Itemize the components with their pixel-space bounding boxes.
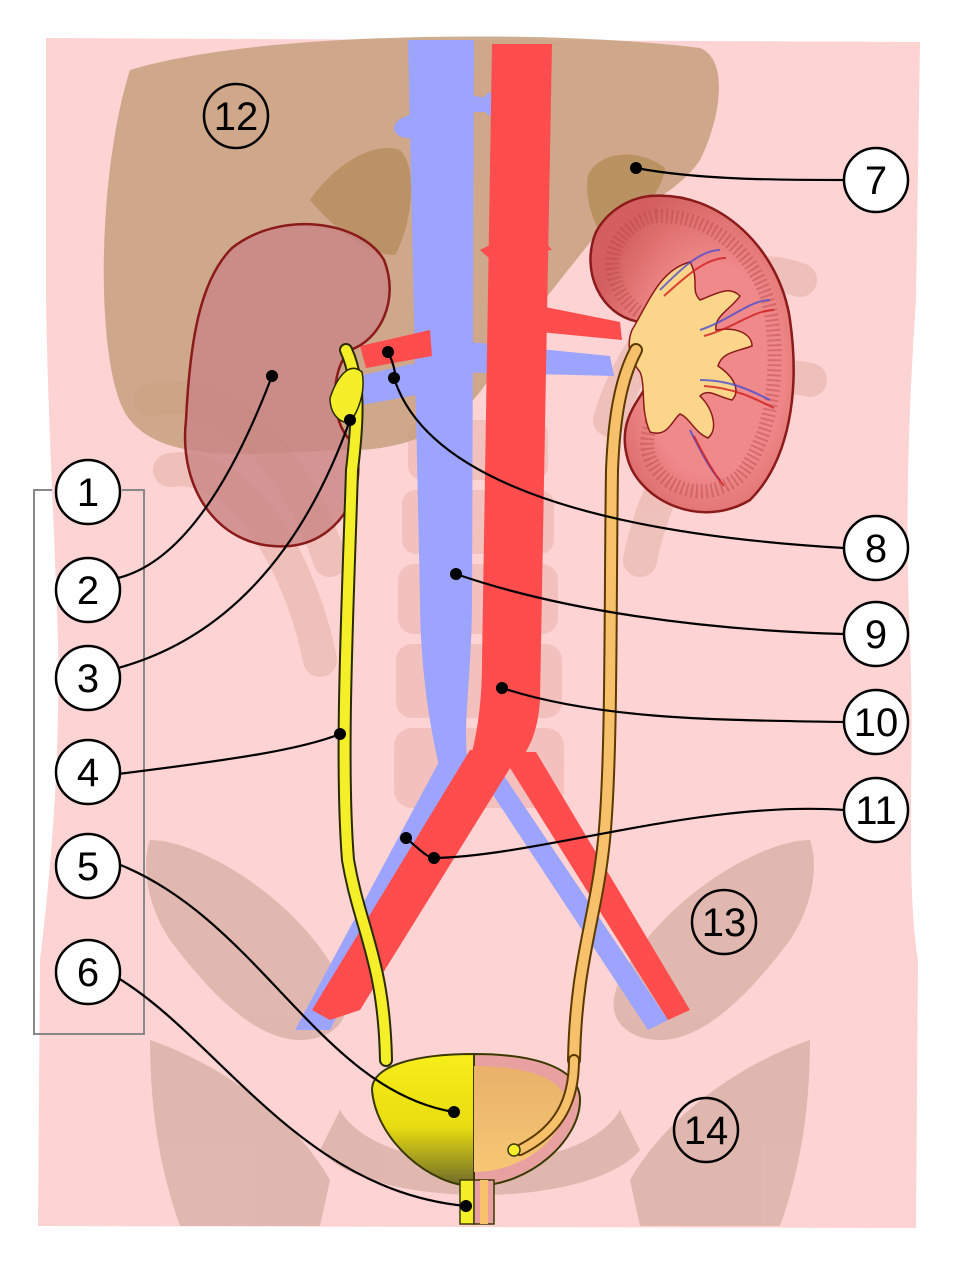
svg-text:7: 7: [865, 159, 887, 203]
pelvis: [146, 840, 814, 1226]
callout-2: 2: [54, 556, 122, 624]
callout-3: 3: [54, 644, 122, 712]
svg-text:6: 6: [77, 951, 99, 995]
leader-dots: [266, 162, 642, 1212]
svg-text:10: 10: [854, 701, 899, 745]
svg-text:12: 12: [214, 95, 259, 139]
svg-text:1: 1: [77, 471, 99, 515]
urinary-system-bracket: [33, 489, 145, 1035]
svg-text:11: 11: [855, 789, 897, 833]
callout-11: 11: [842, 776, 910, 844]
svg-text:14: 14: [684, 1109, 729, 1153]
leader-lines: [117, 166, 845, 1208]
callout-8: 8: [842, 514, 910, 582]
callout-10: 10: [842, 688, 910, 756]
svg-text:13: 13: [702, 901, 747, 945]
callout-4: 4: [54, 738, 122, 806]
svg-text:4: 4: [77, 751, 99, 795]
callout-5: 5: [54, 832, 122, 900]
callout-6: 6: [54, 938, 122, 1006]
callout-14: 14: [672, 1096, 740, 1164]
svg-text:8: 8: [865, 527, 887, 571]
svg-text:2: 2: [77, 569, 99, 613]
callout-9: 9: [842, 600, 910, 668]
right-renal-pelvis-exterior: [329, 367, 364, 423]
urinary-bladder: [370, 1052, 582, 1225]
callout-1: 1: [54, 458, 122, 526]
svg-text:5: 5: [77, 845, 99, 889]
callout-13: 13: [690, 888, 758, 956]
renal-pelvis: [628, 261, 753, 439]
left-kidney: [589, 194, 795, 514]
right-adrenal-gland: [310, 148, 412, 255]
callout-12: 12: [202, 82, 270, 150]
callout-7: 7: [842, 146, 910, 214]
left-adrenal-gland: [587, 154, 665, 232]
svg-text:9: 9: [865, 613, 887, 657]
svg-text:3: 3: [77, 657, 99, 701]
